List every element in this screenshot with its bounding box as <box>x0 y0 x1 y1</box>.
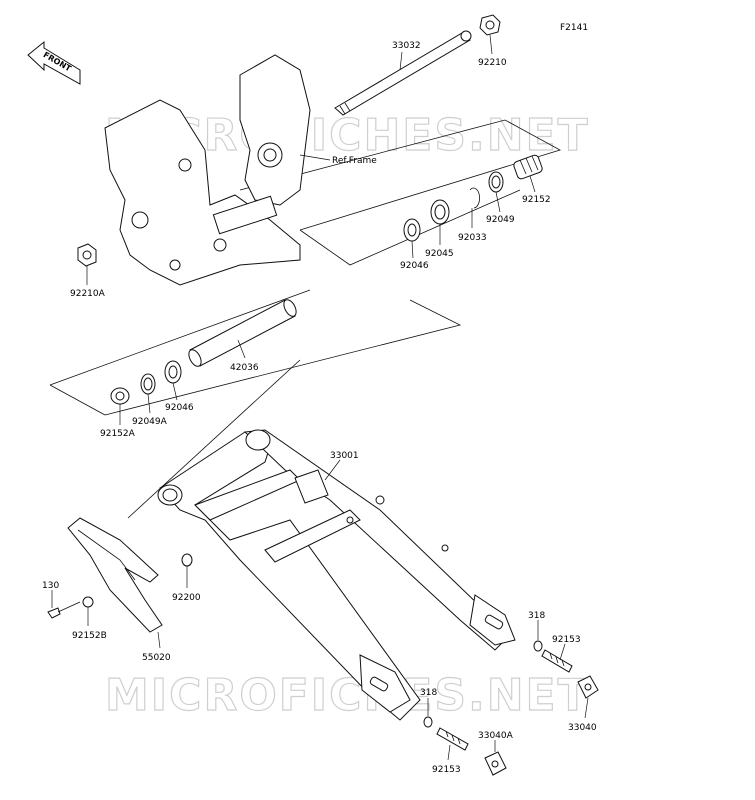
callout-92152A: 92152A <box>100 429 136 439</box>
callout-92152: 92152 <box>522 195 551 205</box>
collar-92152 <box>513 154 543 180</box>
callout-130: 130 <box>42 581 59 591</box>
swingarm-33001 <box>157 429 516 721</box>
pivot-shaft <box>334 30 472 116</box>
figure-code: F2141 <box>560 23 588 33</box>
group-outline-lower <box>49 289 462 519</box>
callout-33040: 33040 <box>568 723 597 733</box>
callout-318-right: 318 <box>528 611 545 621</box>
seal-92049A <box>140 373 156 395</box>
callout-92210A: 92210A <box>70 289 106 299</box>
callout-92046-upper: 92046 <box>400 261 429 271</box>
nut-92210 <box>479 14 501 36</box>
frame-bracket <box>104 54 331 286</box>
callout-92046-lower: 92046 <box>165 403 194 413</box>
circlip-92033 <box>469 187 480 209</box>
callout-42036: 42036 <box>230 363 259 373</box>
callout-33040A: 33040A <box>478 731 514 741</box>
watermark-bottom: MICROFICHES.NET <box>105 670 590 721</box>
bolt-92153-left <box>436 727 469 751</box>
sleeve-42036 <box>188 299 297 367</box>
bolt-92153-right <box>541 649 573 673</box>
callout-92045: 92045 <box>425 249 454 259</box>
bearing-92046-upper <box>403 218 421 242</box>
pin-318-left <box>423 716 433 728</box>
bearing-92045 <box>430 199 450 225</box>
callout-33032: 33032 <box>392 41 421 51</box>
ref-frame-label: Ref.Frame <box>332 156 377 166</box>
callout-33001: 33001 <box>330 451 359 461</box>
adjuster-33040A <box>484 751 507 776</box>
nut-92210A <box>77 243 97 267</box>
bearing-92046-lower <box>164 360 182 384</box>
collar-92152B <box>82 596 94 608</box>
callout-92153-left: 92153 <box>432 765 461 775</box>
callout-92049: 92049 <box>486 215 515 225</box>
bolt-130 <box>47 601 81 619</box>
callout-92210: 92210 <box>478 58 507 68</box>
callout-55020: 55020 <box>142 653 171 663</box>
chain-guard-55020 <box>67 517 163 633</box>
adjuster-33040 <box>577 675 599 699</box>
callout-92049A: 92049A <box>132 417 168 427</box>
callout-318-left: 318 <box>420 688 437 698</box>
washer-92200 <box>181 553 193 567</box>
pin-318-right <box>533 640 543 652</box>
leader-lines <box>51 34 589 761</box>
collar-92152A <box>110 387 130 405</box>
callout-92200: 92200 <box>172 593 201 603</box>
callout-92152B: 92152B <box>72 631 107 641</box>
seal-92049 <box>488 171 504 193</box>
callout-92153-right: 92153 <box>552 635 581 645</box>
callout-92033: 92033 <box>458 233 487 243</box>
group-outline-upper <box>239 119 562 266</box>
front-arrow-icon: FRONT <box>27 40 81 85</box>
